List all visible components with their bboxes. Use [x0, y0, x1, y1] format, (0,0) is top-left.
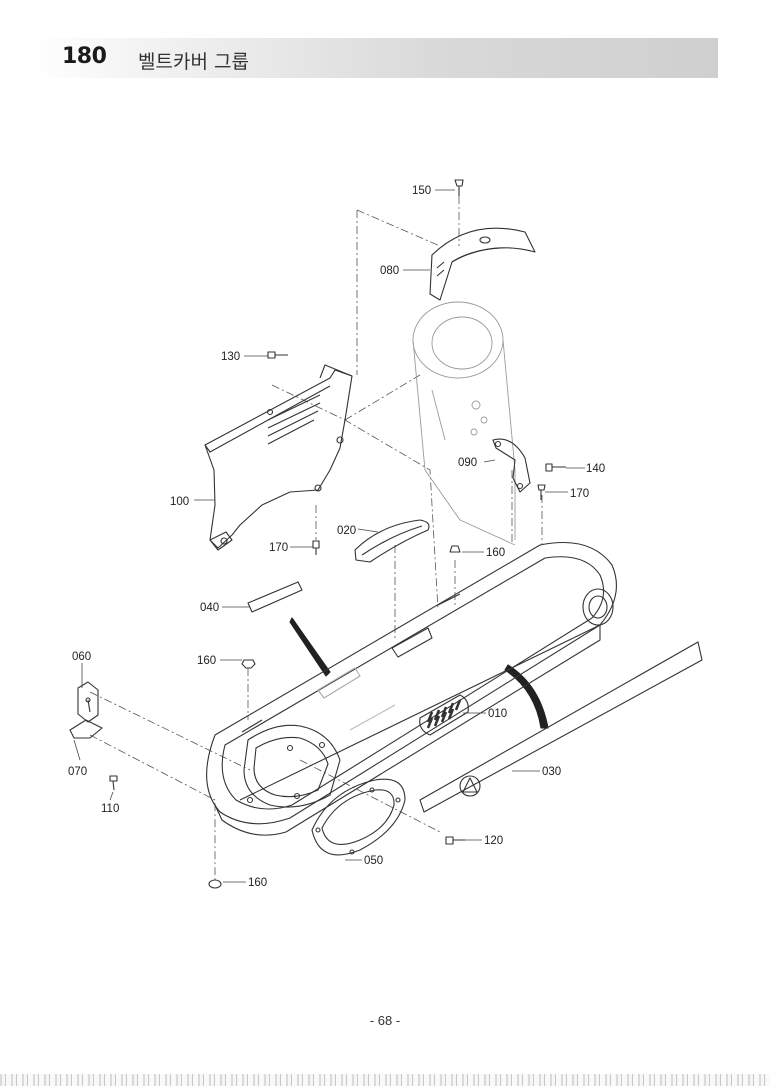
callout-170-lower: 170	[269, 542, 288, 554]
callout-160-upper: 160	[486, 547, 505, 559]
scan-edge-artifact	[0, 1074, 770, 1086]
part-010-belt-cover	[206, 542, 617, 836]
screw-120	[445, 836, 465, 845]
callout-150: 150	[412, 185, 431, 197]
callout-060: 060	[72, 651, 91, 663]
part-020-handle	[354, 519, 430, 563]
callout-030: 030	[542, 766, 561, 778]
fasteners	[109, 179, 566, 889]
nut-160-middle	[241, 659, 256, 669]
callout-070: 070	[68, 766, 87, 778]
callout-040: 040	[200, 602, 219, 614]
section-number: 180	[62, 44, 107, 69]
bolt-170-lower	[312, 540, 320, 555]
section-title: 벨트카버 그룹	[138, 51, 249, 73]
page-number: - 68 -	[369, 1013, 401, 1028]
bolt-130	[267, 351, 288, 359]
callout-080: 080	[380, 265, 399, 277]
nut-160-upper	[449, 545, 461, 553]
part-040-label	[247, 581, 303, 613]
part-080-upper-cover	[429, 227, 536, 301]
callout-110: 110	[101, 803, 119, 815]
callout-140: 140	[586, 463, 605, 475]
assembly-guide-lines	[89, 196, 543, 880]
callout-120: 120	[484, 835, 503, 847]
part-030-strip	[419, 641, 703, 813]
leader-lines	[73, 189, 585, 883]
callout-020: 020	[337, 525, 356, 537]
screw-110	[109, 775, 118, 791]
rotation-arrow-left	[289, 617, 331, 677]
bolt-170-upper	[537, 484, 546, 500]
section-header: 180 벨트카버 그룹	[30, 38, 718, 78]
part-060-bracket	[77, 681, 99, 723]
part-090-bracket	[492, 438, 531, 493]
part-050-window-frame	[311, 778, 406, 856]
callout-010: 010	[488, 708, 507, 720]
bolt-140	[545, 463, 566, 472]
part-100-side-cover	[204, 364, 353, 551]
bolt-150	[454, 179, 464, 196]
callout-170-upper: 170	[570, 488, 589, 500]
callout-160-middle: 160	[197, 655, 216, 667]
callout-050: 050	[364, 855, 383, 867]
callout-100: 100	[170, 496, 189, 508]
part-070-clip	[69, 719, 103, 739]
callout-130: 130	[221, 351, 240, 363]
nut-160-lower	[208, 879, 222, 889]
pulley-bracket-housing	[412, 301, 516, 546]
callout-090: 090	[458, 457, 477, 469]
callout-160-lower: 160	[248, 877, 267, 889]
rotation-arrow-right	[504, 664, 549, 729]
